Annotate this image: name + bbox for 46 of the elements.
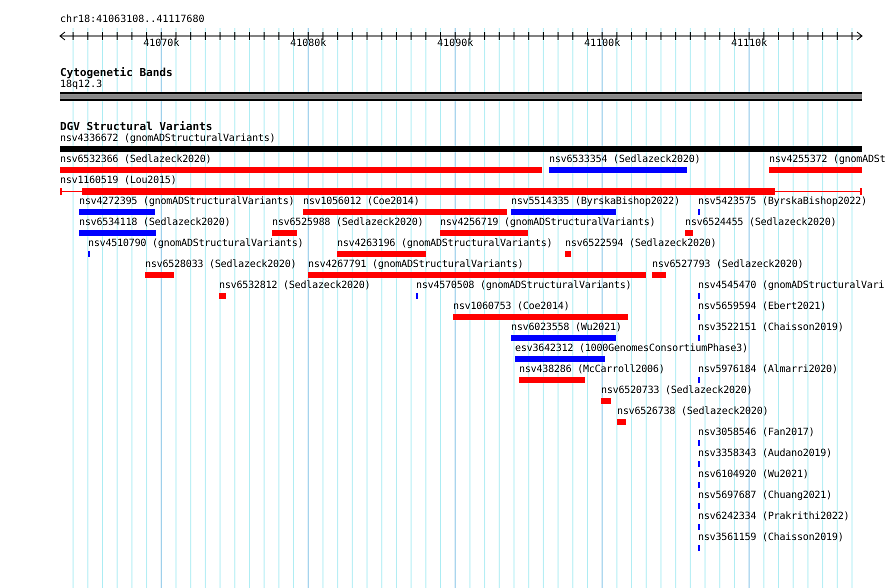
variant-label: nsv6533354 (Sedlazeck2020): [549, 154, 700, 166]
band-label: 18q12.3: [60, 79, 102, 91]
variant-label: nsv6242334 (Prakrithi2022): [698, 511, 850, 523]
variant-label: nsv3058546 (Fan2017): [698, 427, 814, 439]
variant-label: nsv4272395 (gnomADStructuralVariants): [79, 196, 294, 208]
axis-tick-label: 41090k: [437, 38, 474, 50]
variant-label: nsv3358343 (Audano2019): [698, 448, 832, 460]
variant-label: nsv4545470 (gnomADStructuralVari: [698, 280, 884, 292]
variant-label: nsv4256719 (gnomADStructuralVariants): [440, 217, 656, 229]
variant-label: nsv3561159 (Chaisson2019): [698, 532, 844, 544]
variant-label: nsv4510790 (gnomADStructuralVariants): [88, 238, 304, 250]
variant-label: nsv6527793 (Sedlazeck2020): [652, 259, 804, 271]
variant-label: nsv6534118 (Sedlazeck2020): [79, 217, 230, 229]
variant-label: nsv4255372 (gnomADSt: [769, 154, 886, 166]
variant-label: nsv6520733 (Sedlazeck2020): [601, 385, 752, 397]
variant-label: nsv6104920 (Wu2021): [698, 469, 809, 481]
variant-label: nsv1060753 (Coe2014): [453, 301, 570, 313]
variant-label: nsv438286 (McCarroll2006): [519, 364, 665, 376]
variant-label: nsv6524455 (Sedlazeck2020): [685, 217, 836, 229]
variant-label: nsv6528033 (Sedlazeck2020): [145, 259, 296, 271]
track-title: DGV Structural Variants: [60, 120, 212, 133]
axis-tick-label: 41070k: [143, 38, 180, 50]
axis-tick-label: 41080k: [290, 38, 326, 50]
variant-label: nsv3522151 (Chaisson2019): [698, 322, 844, 334]
track-title: Cytogenetic Bands: [60, 66, 173, 79]
axis-tick-label: 41100k: [584, 38, 620, 50]
variant-label: nsv4267791 (gnomADStructuralVariants): [308, 259, 524, 271]
variant-label: nsv6525988 (Sedlazeck2020): [272, 217, 424, 229]
variant-label: nsv1056012 (Coe2014): [303, 196, 420, 208]
axis-tick-label: 41110k: [731, 38, 768, 50]
variant-label: nsv4570508 (gnomADStructuralVariants): [416, 280, 632, 292]
variant-label: nsv6532812 (Sedlazeck2020): [219, 280, 370, 292]
variant-label: nsv6522594 (Sedlazeck2020): [565, 238, 716, 250]
variant-label: nsv5976184 (Almarri2020): [698, 364, 838, 376]
variant-label: nsv4336672 (gnomADStructuralVariants): [60, 133, 276, 145]
coordinate-range: chr18:41063108..41117680: [60, 14, 204, 26]
variant-label: nsv6532366 (Sedlazeck2020): [60, 154, 212, 166]
variant-label: nsv4263196 (gnomADStructuralVariants): [337, 238, 552, 250]
variant-label: nsv6526738 (Sedlazeck2020): [617, 406, 768, 418]
variant-label: esv3642312 (1000GenomesConsortiumPhase3): [515, 343, 748, 355]
variant-label: nsv5423575 (ByrskaBishop2022): [698, 196, 867, 208]
variant-label: nsv5514335 (ByrskaBishop2022): [511, 196, 680, 208]
variant-label: nsv1160519 (Lou2015): [60, 175, 176, 187]
variant-label: nsv6023558 (Wu2021): [511, 322, 622, 334]
variant-label: nsv5697687 (Chuang2021): [698, 490, 832, 502]
variant-label: nsv5659594 (Ebert2021): [698, 301, 826, 313]
